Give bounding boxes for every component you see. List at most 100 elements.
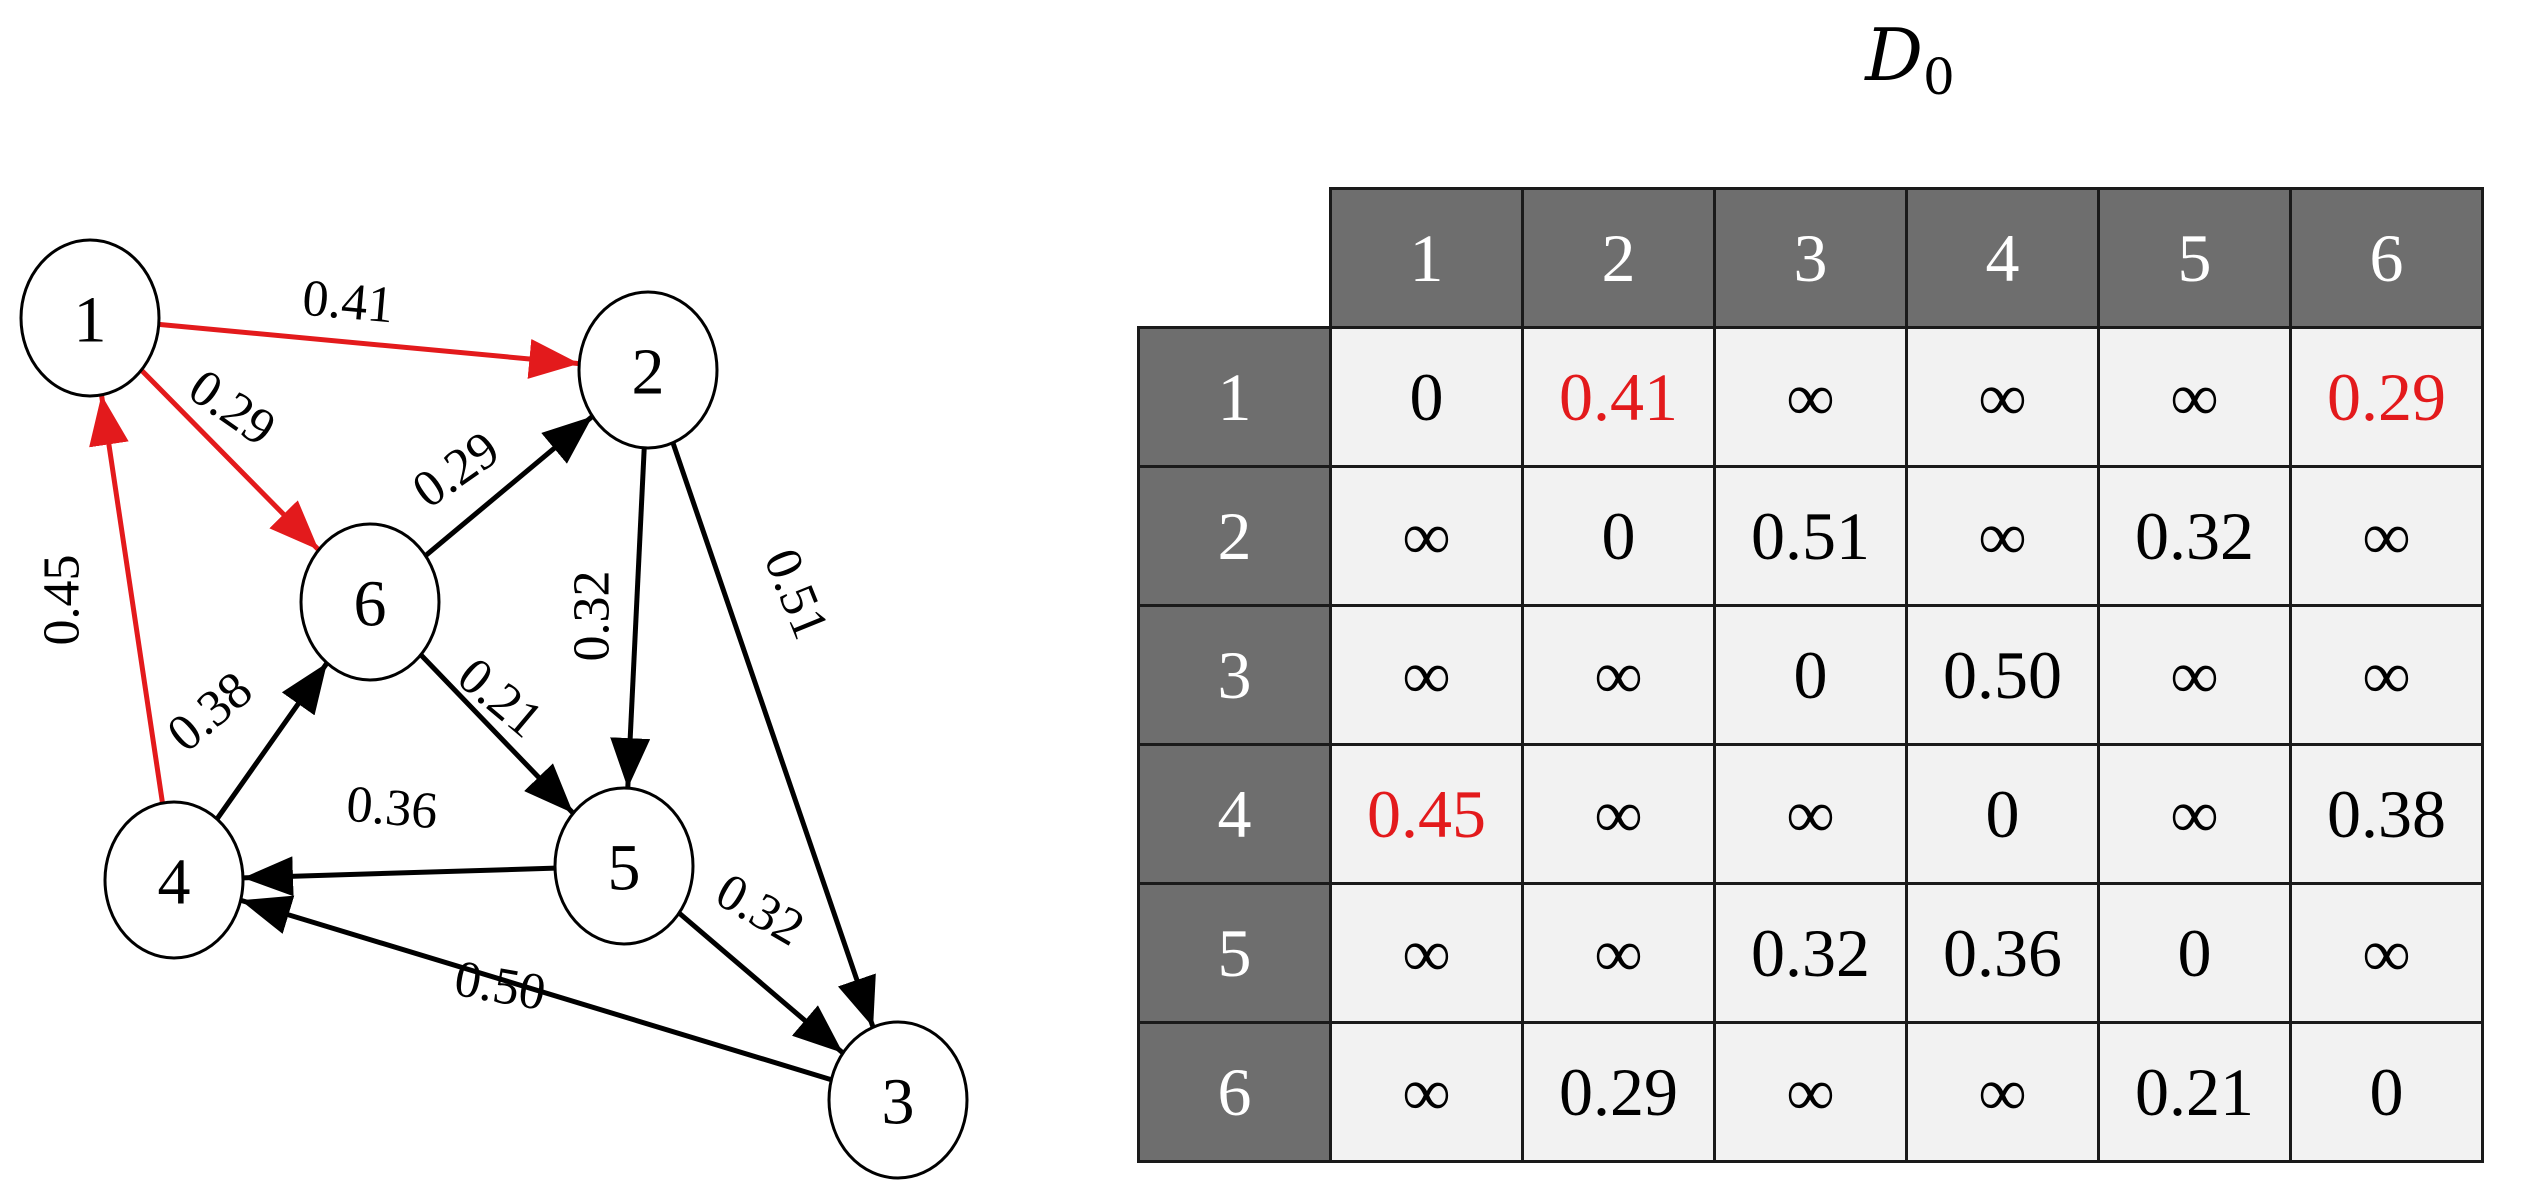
matrix-cell: ∞ (1329, 604, 1524, 746)
node-label: 5 (608, 832, 641, 905)
matrix-cell: 0 (1905, 743, 2100, 885)
row-header: 4 (1137, 743, 1332, 885)
edge-3-4 (239, 895, 833, 1083)
row-header: 3 (1137, 604, 1332, 746)
edge-weight-label: 0.38 (157, 661, 263, 763)
matrix-cell: 0.51 (1713, 465, 1908, 607)
matrix-cell: ∞ (1329, 882, 1524, 1024)
matrix-cell: 0.36 (1905, 882, 2100, 1024)
edges-layer (89, 321, 876, 1083)
edge-weight-label: 0.32 (706, 863, 813, 958)
node-circle (827, 1020, 969, 1180)
matrix-cell: 0.50 (1905, 604, 2100, 746)
matrix-header-row: 1 2 3 4 5 6 (1139, 187, 2484, 329)
edge-weight-label: 0.29 (178, 359, 285, 458)
matrix-cell: 0.21 (2097, 1021, 2292, 1163)
edge-1-6 (139, 368, 321, 552)
row-header: 2 (1137, 465, 1332, 607)
matrix-cell: ∞ (1329, 465, 1524, 607)
matrix-cell: ∞ (1905, 465, 2100, 607)
row-header: 5 (1137, 882, 1332, 1024)
matrix-cell: ∞ (1905, 1021, 2100, 1163)
matrix-cell: ∞ (2097, 326, 2292, 468)
matrix-cell: ∞ (1329, 1021, 1524, 1163)
column-header: 4 (1905, 187, 2100, 329)
row-header: 6 (1137, 1021, 1332, 1163)
node-2: 2 (577, 290, 719, 450)
row-header: 1 (1137, 326, 1332, 468)
node-label: 4 (158, 846, 191, 919)
matrix-cell: 0 (2289, 1021, 2484, 1163)
matrix-corner (1139, 189, 1331, 328)
matrix-cell: 0.32 (1713, 882, 1908, 1024)
matrix-title-symbol: D (1865, 13, 1923, 97)
matrix-cell: ∞ (1713, 1021, 1908, 1163)
edge-weight-label: 0.45 (34, 555, 91, 646)
column-header: 6 (2289, 187, 2484, 329)
edge-weight-label: 0.50 (450, 950, 550, 1022)
edge-weight-label: 0.21 (447, 647, 553, 749)
edge-weight-label: 0.32 (564, 571, 621, 662)
matrix-cell: 0.32 (2097, 465, 2292, 607)
node-circle (19, 238, 161, 398)
edge-weight-label: 0.29 (402, 421, 509, 520)
node-label: 6 (354, 568, 387, 641)
matrix-cell: 0.38 (2289, 743, 2484, 885)
matrix-cell: 0 (1329, 326, 1524, 468)
edge-2-5 (610, 447, 651, 789)
matrix-title-subscript: 0 (1922, 48, 1955, 106)
matrix-cell: ∞ (1521, 743, 1716, 885)
matrix-cell: ∞ (1521, 604, 1716, 746)
matrix-cell: 0 (1521, 465, 1716, 607)
node-3: 3 (827, 1020, 969, 1180)
matrix-cell: 0.29 (1521, 1021, 1716, 1163)
matrix-cell: ∞ (2097, 743, 2292, 885)
nodes-layer: 1 2 3 4 5 6 (19, 238, 969, 1180)
edge-5-3 (677, 911, 845, 1055)
column-header: 1 (1329, 187, 1524, 329)
edge-2-3 (670, 441, 876, 1029)
column-header: 5 (2097, 187, 2292, 329)
matrix-cell: ∞ (2097, 604, 2292, 746)
matrix-cell: ∞ (2289, 465, 2484, 607)
matrix-title: D0 (1855, 0, 1965, 110)
node-4: 4 (103, 800, 245, 960)
matrix-cell: 0 (1713, 604, 1908, 746)
node-circle (103, 800, 245, 960)
column-header: 2 (1521, 187, 1716, 329)
edge-weight-label: 0.51 (753, 541, 840, 647)
column-header: 3 (1713, 187, 1908, 329)
matrix-cell: 0.41 (1521, 326, 1716, 468)
matrix-cell: ∞ (1521, 882, 1716, 1024)
matrix-cell: ∞ (2289, 604, 2484, 746)
node-5: 5 (553, 786, 695, 946)
edge-4-6 (214, 661, 330, 821)
edge-5-4 (242, 856, 556, 897)
node-circle (299, 522, 441, 682)
node-6: 6 (299, 522, 441, 682)
edge-6-5 (418, 653, 576, 815)
edge-weight-label: 0.41 (300, 270, 396, 335)
matrix-cell: 0.29 (2289, 326, 2484, 468)
node-label: 3 (882, 1066, 915, 1139)
matrix-cell: 0 (2097, 882, 2292, 1024)
matrix-cell: 0.45 (1329, 743, 1524, 885)
matrix-cell: ∞ (1713, 326, 1908, 468)
edge-weight-label: 0.36 (344, 776, 440, 841)
node-circle (577, 290, 719, 450)
node-label: 2 (632, 336, 665, 409)
node-circle (553, 786, 695, 946)
edge-6-2 (423, 414, 595, 558)
matrix-cell: ∞ (1905, 326, 2100, 468)
edge-1-2 (158, 321, 580, 379)
node-1: 1 (19, 238, 161, 398)
